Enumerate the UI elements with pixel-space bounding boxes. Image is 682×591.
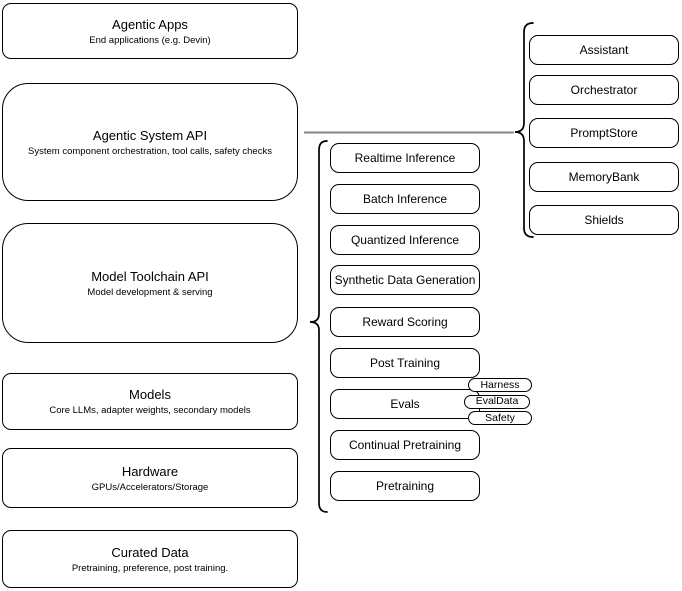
toolchain-item-realtime-inference: Realtime Inference xyxy=(330,143,480,173)
system-component-memorybank: MemoryBank xyxy=(529,162,679,192)
eval-tag-safety: Safety xyxy=(468,411,532,425)
toolchain-item-post-training: Post Training xyxy=(330,348,480,378)
box-title: Curated Data xyxy=(111,544,189,560)
toolchain-item-continual-pretraining: Continual Pretraining xyxy=(330,430,480,460)
toolchain-item-quantized-inference: Quantized Inference xyxy=(330,225,480,255)
box-title: Hardware xyxy=(121,463,179,479)
box-subtitle: GPUs/Accelerators/Storage xyxy=(91,481,209,493)
toolchain-item-pretraining: Pretraining xyxy=(330,471,480,501)
box-subtitle: System component orchestration, tool cal… xyxy=(28,145,272,157)
toolchain-item-reward-scoring: Reward Scoring xyxy=(330,307,480,337)
toolchain-item-batch-inference: Batch Inference xyxy=(330,184,480,214)
box-subtitle: Pretraining, preference, post training. xyxy=(71,562,229,574)
box-title: Agentic Apps xyxy=(112,16,188,32)
box-title: Model Toolchain API xyxy=(91,268,209,284)
toolchain-item-evals: Evals xyxy=(330,389,480,419)
system-component-orchestrator: Orchestrator xyxy=(529,75,679,105)
system-component-shields: Shields xyxy=(529,205,679,235)
system-component-promptstore: PromptStore xyxy=(529,118,679,148)
layer-box-curated-data: Curated Data Pretraining, preference, po… xyxy=(2,530,298,588)
toolchain-item-synthetic-data-generation: Synthetic Data Generation xyxy=(330,265,480,295)
box-title: Models xyxy=(129,387,171,402)
system-component-assistant: Assistant xyxy=(529,35,679,65)
toolchain-brace xyxy=(309,140,328,513)
layer-box-models: Models Core LLMs, adapter weights, secon… xyxy=(2,373,298,430)
box-title: Agentic System API xyxy=(92,127,208,143)
eval-tag-harness: Harness xyxy=(468,378,532,392)
layer-box-model-toolchain-api: Model Toolchain API Model development & … xyxy=(2,223,298,343)
layer-box-agentic-system-api: Agentic System API System component orch… xyxy=(2,83,298,201)
box-subtitle: Model development & serving xyxy=(87,286,213,298)
layer-box-hardware: Hardware GPUs/Accelerators/Storage xyxy=(2,448,298,508)
layer-box-agentic-apps: Agentic Apps End applications (e.g. Devi… xyxy=(2,3,298,59)
eval-tag-evaldata: EvalData xyxy=(464,394,530,409)
box-subtitle: End applications (e.g. Devin) xyxy=(89,34,211,46)
box-subtitle: Core LLMs, adapter weights, secondary mo… xyxy=(49,405,251,416)
